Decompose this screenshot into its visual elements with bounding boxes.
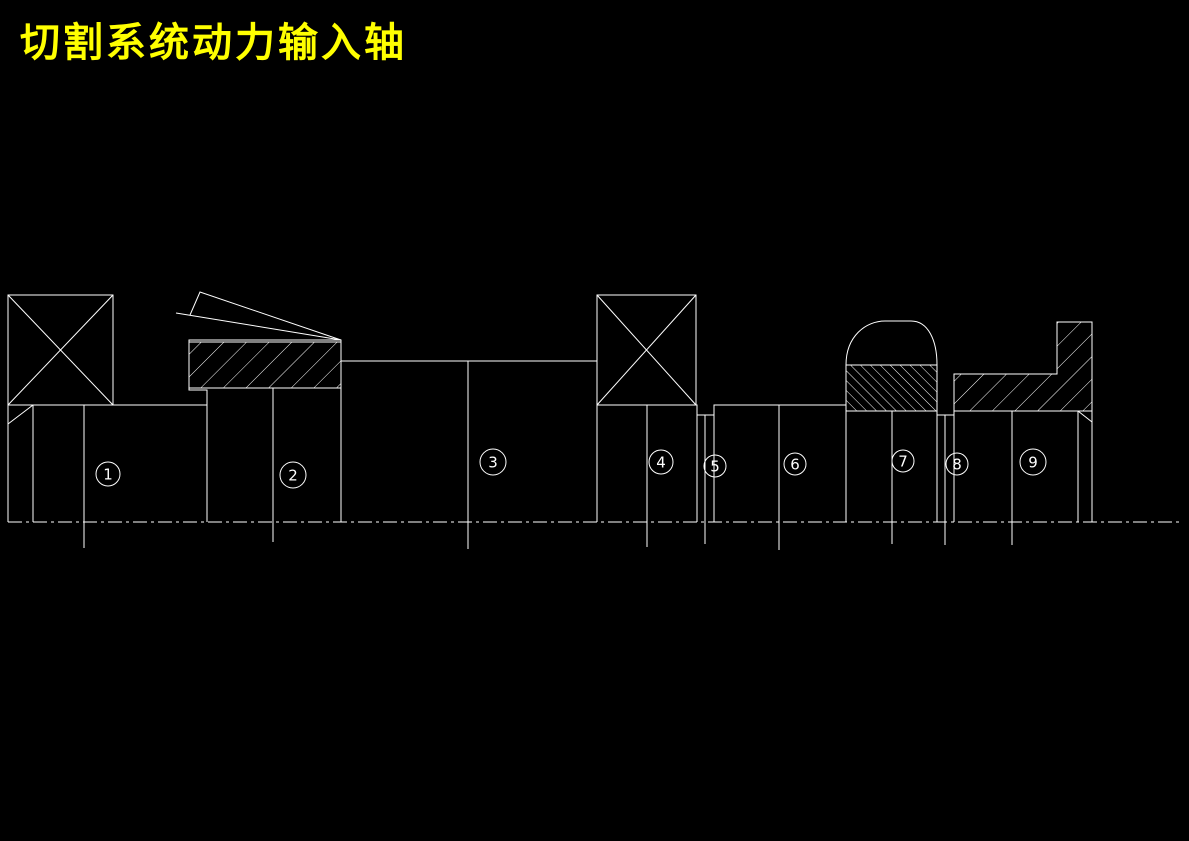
part-label-1: 1	[95, 461, 121, 487]
part-label-3: 3	[479, 448, 507, 476]
part-label-7: 7	[891, 449, 915, 473]
gear-segment-2	[175, 291, 342, 389]
part-label-2: 2	[279, 461, 307, 489]
svg-text:5: 5	[710, 458, 720, 476]
svg-text:3: 3	[488, 454, 498, 472]
part-label-5: 5	[703, 454, 727, 478]
svg-text:8: 8	[952, 456, 962, 474]
part-label-6: 6	[783, 452, 807, 476]
bearing-left	[7, 294, 114, 406]
part-9-bracket	[953, 321, 1093, 412]
part-label-9: 9	[1019, 448, 1047, 476]
part-label-8: 8	[945, 452, 969, 476]
svg-text:1: 1	[103, 466, 113, 484]
part-label-4: 4	[648, 449, 674, 475]
svg-text:7: 7	[898, 453, 908, 471]
svg-text:9: 9	[1028, 454, 1038, 472]
svg-text:6: 6	[790, 456, 800, 474]
segment-dividers	[32, 361, 1079, 550]
bearing-right	[596, 294, 697, 406]
svg-text:2: 2	[288, 467, 298, 485]
part-7-dome	[845, 320, 938, 412]
drawing-title: 切割系统动力输入轴	[20, 20, 407, 66]
svg-text:4: 4	[656, 454, 666, 472]
